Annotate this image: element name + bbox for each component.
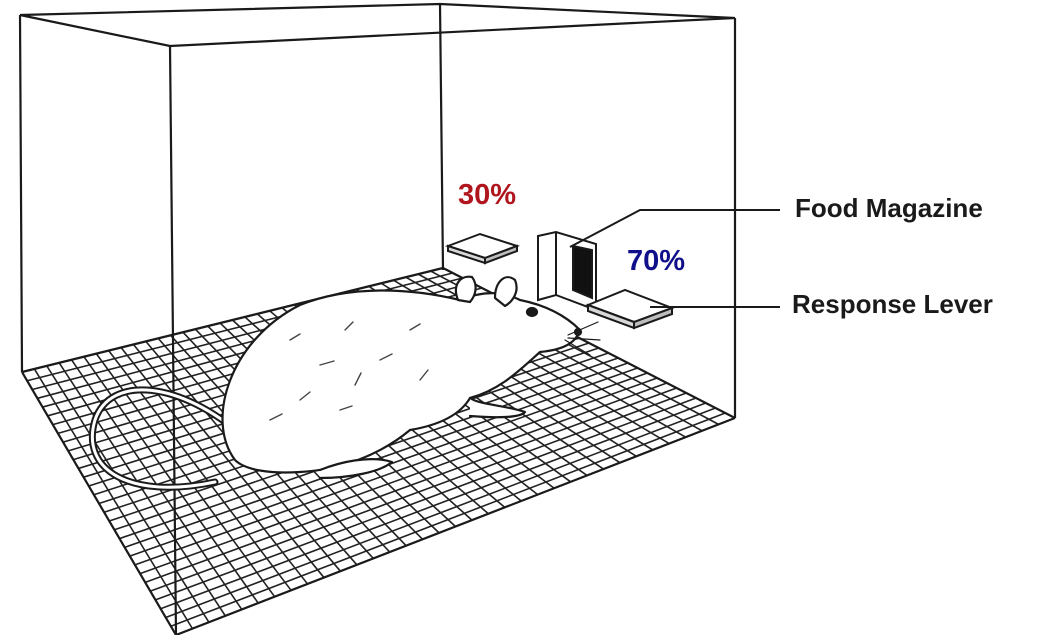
rat-whiskers [564, 321, 601, 356]
food-magazine [537, 230, 597, 312]
response-lever-label: Response Lever [792, 289, 993, 319]
grid-bar [139, 382, 668, 575]
leader-lines [569, 209, 780, 308]
rat-ear-front [493, 276, 518, 308]
food-magazine-label: Food Magazine [795, 193, 983, 223]
rat-hind-foot [318, 458, 394, 480]
chamber-frame [18, 2, 737, 635]
right-lever [585, 288, 675, 330]
food-magazine-leader [569, 209, 780, 248]
grid-bar [144, 387, 677, 584]
grid-bar [124, 367, 638, 549]
grid-bar [170, 412, 726, 627]
rat-eye [525, 306, 539, 318]
left-lever-probability: 30% [458, 179, 516, 211]
rat-illustration [88, 275, 601, 491]
grid-bar [155, 397, 697, 601]
right-lever-probability: 70% [627, 245, 685, 277]
rat-front-paw [468, 396, 527, 419]
rat-fur-marks [269, 321, 429, 421]
grid-bar [134, 377, 658, 566]
left-lever [444, 232, 521, 265]
grid-bar [160, 402, 707, 610]
rat-ear-back [454, 275, 477, 304]
grid-bar [165, 407, 716, 619]
grid-bar [150, 392, 687, 592]
